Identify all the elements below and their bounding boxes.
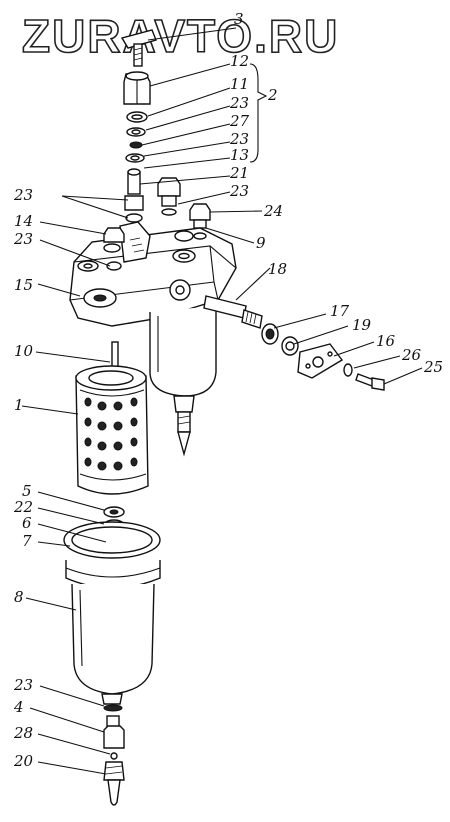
- part-bolt-head-center: [157, 177, 181, 216]
- label-part-22: 22: [13, 498, 33, 516]
- label-part-13: 13: [230, 146, 249, 164]
- label-part-26: 26: [401, 346, 422, 364]
- label-part-21: 21: [229, 164, 249, 182]
- part-25-bolt: [355, 373, 385, 391]
- part-7-gasket: [63, 521, 161, 559]
- label-part-10: 10: [14, 342, 34, 360]
- part-15-filter-head: [69, 221, 237, 327]
- part-23-washer-bottom: [103, 704, 123, 712]
- label-part-5: 5: [22, 482, 32, 500]
- label-part-18: 18: [268, 260, 287, 278]
- part-4-drain-fitting: [103, 715, 125, 749]
- perforation-holes: [84, 397, 138, 471]
- part-27-washer: [129, 141, 143, 149]
- part-21-fitting: [124, 168, 144, 211]
- label-part-3: 3: [234, 10, 244, 28]
- label-part-12: 12: [230, 52, 249, 70]
- part-17-washer: [261, 323, 279, 345]
- label-part-8: 8: [14, 588, 24, 606]
- part-5-washer: [103, 506, 125, 518]
- label-part-23: 23: [13, 186, 33, 204]
- label-part-6: 6: [22, 514, 32, 532]
- label-part-28: 28: [13, 724, 33, 742]
- part-labels: 3 12 11 23 27 23 13 2 21 23 23 24 14 23 …: [13, 10, 443, 770]
- label-part-15: 15: [14, 276, 33, 294]
- part-1-filter-element: [75, 365, 149, 495]
- label-part-14: 14: [14, 212, 33, 230]
- part-20-drain-cock: [103, 761, 125, 806]
- part-23-washer-top: [126, 127, 146, 137]
- part-18-fitting: [203, 295, 263, 329]
- label-part-19: 19: [352, 316, 372, 334]
- label-part-7: 7: [22, 532, 32, 550]
- part-16-flange: [297, 343, 344, 379]
- label-part-25: 25: [423, 358, 443, 376]
- leader-lines: [21, 27, 423, 775]
- label-part-23: 23: [229, 94, 249, 112]
- part-12-nut: [123, 71, 151, 105]
- label-part-17: 17: [330, 302, 350, 320]
- label-assembly-2: 2: [267, 86, 278, 104]
- part-11-washer: [126, 111, 148, 123]
- label-part-27: 27: [229, 112, 250, 130]
- label-part-9: 9: [256, 234, 266, 252]
- label-part-1: 1: [14, 396, 24, 414]
- part-19-washer: [281, 336, 299, 356]
- part-26-washer: [343, 363, 353, 377]
- label-part-20: 20: [13, 752, 34, 770]
- label-part-23: 23: [229, 130, 249, 148]
- label-part-23: 23: [13, 676, 33, 694]
- label-part-23: 23: [13, 230, 33, 248]
- label-part-16: 16: [376, 332, 396, 350]
- label-part-11: 11: [230, 75, 249, 93]
- part-28-ball: [110, 752, 118, 760]
- part-24-plug: [189, 203, 211, 229]
- part-13-washer: [125, 153, 145, 163]
- label-part-24: 24: [263, 202, 283, 220]
- label-part-4: 4: [13, 698, 24, 716]
- part-housing-bowl: [149, 306, 217, 457]
- label-part-23: 23: [229, 182, 249, 200]
- part-23-washer-mid: [125, 213, 143, 223]
- part-8-sediment-bowl: [65, 560, 161, 705]
- part-3-bolt: [120, 29, 157, 67]
